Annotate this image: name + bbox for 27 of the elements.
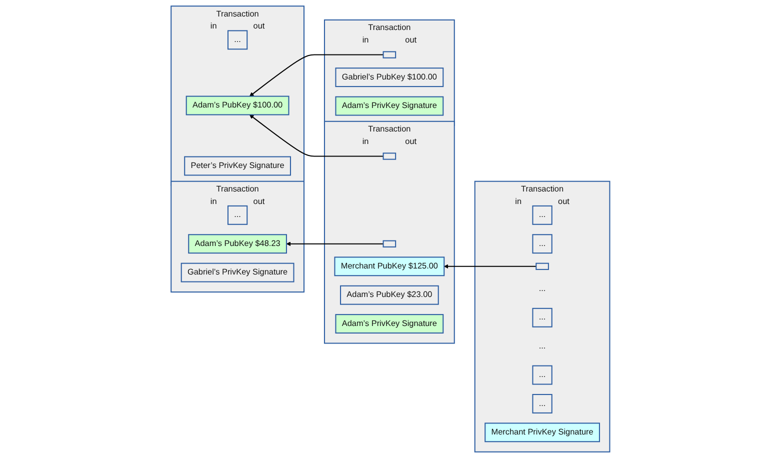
node-box: Merchant PrivKey Signature xyxy=(484,422,600,442)
node-box xyxy=(382,240,396,248)
node-box: Adam’s PrivKey Signature xyxy=(334,314,444,334)
node-text: ... xyxy=(538,284,546,294)
node-box: ... xyxy=(532,205,552,225)
node-box: ... xyxy=(532,308,552,328)
node-box: ... xyxy=(227,205,248,225)
arrow xyxy=(249,54,383,96)
node-box: ... xyxy=(532,365,552,385)
node-box: Adam’s PubKey $100.00 xyxy=(185,96,289,116)
arrow xyxy=(444,264,536,269)
node-box: ... xyxy=(532,394,552,414)
node-box: ... xyxy=(532,234,552,254)
node-box: Gabriel’s PubKey $100.00 xyxy=(334,68,444,88)
arrow xyxy=(249,114,383,157)
node-box xyxy=(382,152,396,160)
node-box: Peter’s PrivKey Signature xyxy=(184,156,291,176)
node-box: Merchant PubKey $125.00 xyxy=(334,256,444,276)
node-box: Gabriel’s PrivKey Signature xyxy=(180,262,294,282)
node-box: Adam’s PubKey $48.23 xyxy=(188,234,287,254)
node-box xyxy=(382,51,396,58)
node-box: Adam’s PubKey $23.00 xyxy=(340,285,438,305)
node-box: Adam’s PrivKey Signature xyxy=(334,96,444,116)
node-box xyxy=(535,262,549,270)
node-text: ... xyxy=(538,342,546,350)
arrow xyxy=(286,242,383,246)
node-box: ... xyxy=(227,30,248,50)
